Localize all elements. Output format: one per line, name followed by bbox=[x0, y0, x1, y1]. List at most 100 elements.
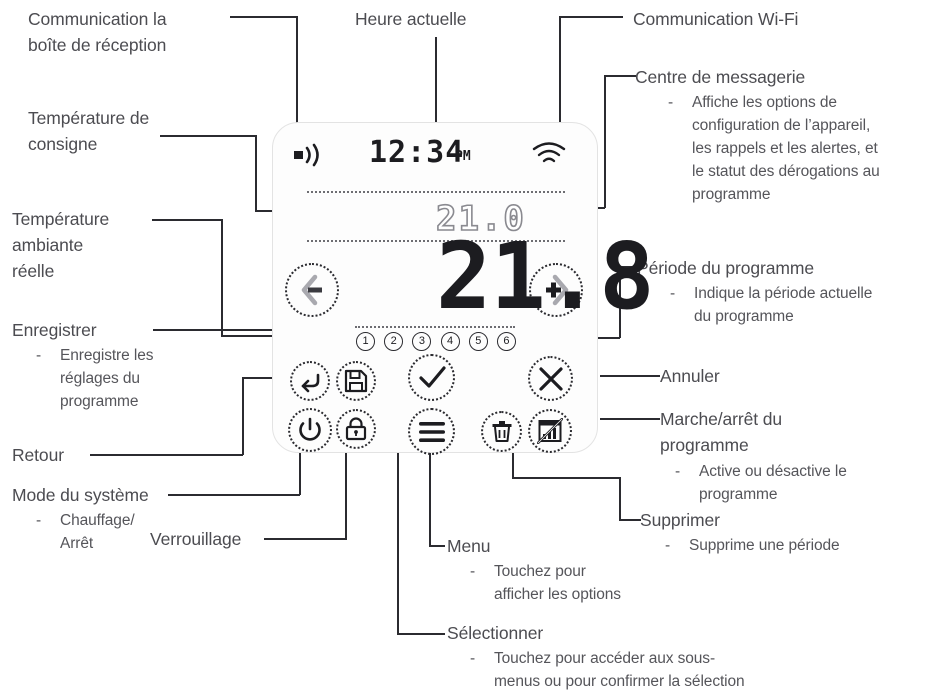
dot-separator-periods bbox=[355, 326, 515, 328]
period-indicator-6[interactable]: 6 bbox=[496, 332, 516, 351]
leader-delete-v2 bbox=[619, 477, 621, 520]
callout-select-title: Sélectionner bbox=[447, 623, 544, 643]
callout-current-time-title: Heure actuelle bbox=[355, 9, 467, 29]
leader-delete-h1 bbox=[512, 477, 620, 479]
check-icon bbox=[418, 365, 446, 388]
leader-menu-v bbox=[429, 442, 431, 546]
period-indicator-4[interactable]: 4 bbox=[440, 332, 460, 351]
system-mode-button[interactable] bbox=[288, 408, 332, 452]
leader-ambient-h1 bbox=[152, 219, 223, 221]
period-indicator-1[interactable]: 1 bbox=[356, 332, 375, 351]
callout-inbox-title: Communication la boîte de réception bbox=[28, 9, 167, 55]
program-onoff-button[interactable] bbox=[528, 409, 572, 453]
hamburger-menu-icon bbox=[418, 421, 445, 442]
menu-button[interactable] bbox=[408, 408, 455, 455]
save-floppy-icon bbox=[344, 369, 368, 393]
callout-message-center-dash: - bbox=[668, 94, 674, 111]
select-button[interactable] bbox=[408, 354, 455, 401]
callout-system-mode-title: Mode du système bbox=[12, 485, 149, 505]
leader-wifi-h bbox=[560, 16, 623, 18]
callout-menu-title: Menu bbox=[447, 536, 491, 556]
leader-cancel-h bbox=[600, 375, 660, 377]
callout-menu-dash: - bbox=[470, 563, 476, 580]
back-button[interactable] bbox=[290, 361, 330, 401]
thermostat-device: 12:34 PM 21.0 bbox=[272, 122, 655, 455]
leader-back-h1 bbox=[90, 454, 243, 456]
increase-temperature-button[interactable] bbox=[529, 263, 583, 317]
power-icon bbox=[299, 417, 321, 441]
callout-select-dash: - bbox=[470, 650, 476, 667]
callout-lock-title: Verrouillage bbox=[150, 529, 242, 549]
setpoint-value: 21.0 bbox=[435, 198, 526, 240]
leader-period-v bbox=[619, 266, 621, 338]
clock-time: 12:34 bbox=[369, 135, 465, 170]
callout-program-period-dash: - bbox=[670, 285, 676, 302]
callout-delete-dash: - bbox=[665, 537, 671, 554]
ambient-value: 21.8 bbox=[436, 223, 655, 330]
callout-program-onoff-title: Marche/arrêt du programme bbox=[660, 409, 783, 455]
cancel-button[interactable] bbox=[528, 356, 573, 401]
leader-ambient-v bbox=[221, 219, 223, 336]
callout-back-title: Retour bbox=[12, 445, 64, 465]
leader-save-h bbox=[153, 329, 343, 331]
callout-program-onoff-dash: - bbox=[675, 463, 681, 480]
wifi-icon bbox=[531, 141, 567, 167]
decrease-temperature-button[interactable] bbox=[285, 263, 339, 317]
callout-program-period-detail: Indique la période actuelle du programme bbox=[694, 285, 873, 325]
leader-back-h2 bbox=[242, 377, 284, 379]
callout-ambient-title: Température ambiante réelle bbox=[12, 209, 110, 281]
thermostat-screen: 12:34 PM 21.0 bbox=[273, 123, 655, 455]
dot-separator-top bbox=[307, 191, 565, 193]
leader-msgcenter-v bbox=[604, 75, 606, 208]
lock-icon bbox=[345, 417, 367, 441]
callout-message-center-detail: Affiche les options de configuration de … bbox=[692, 94, 880, 203]
callout-select-detail: Touchez pour accéder aux sous- menus ou … bbox=[494, 650, 745, 690]
callout-program-onoff-detail: Active ou désactive le programme bbox=[699, 463, 847, 503]
leader-msgcenter-h1 bbox=[604, 75, 636, 77]
leader-select-v bbox=[397, 372, 399, 634]
increase-plus-icon bbox=[546, 274, 569, 306]
leader-lock-h bbox=[264, 538, 347, 540]
callout-program-period-title: Période du programme bbox=[637, 258, 814, 278]
period-indicator-5[interactable]: 5 bbox=[468, 332, 488, 351]
back-arrow-icon bbox=[301, 373, 320, 393]
leader-menu-h bbox=[429, 545, 445, 547]
program-period-indicators: 1 2 3 4 5 6 bbox=[356, 332, 516, 351]
period-indicator-2[interactable]: 2 bbox=[384, 332, 404, 351]
trash-icon bbox=[492, 420, 511, 442]
leader-delete-h2 bbox=[619, 519, 641, 521]
leader-wifi-v bbox=[559, 16, 561, 138]
callout-save-title: Enregistrer bbox=[12, 320, 97, 340]
speaker-inbox-icon bbox=[293, 143, 325, 167]
callout-save-detail: Enregistre les réglages du programme bbox=[60, 347, 154, 410]
clock-meridiem: PM bbox=[455, 149, 471, 164]
callout-delete-detail: Supprime une période bbox=[689, 537, 840, 554]
leader-inbox-h bbox=[230, 16, 297, 18]
leader-sysmode-v bbox=[299, 442, 301, 495]
callout-cancel-title: Annuler bbox=[660, 366, 720, 386]
close-x-icon bbox=[538, 366, 563, 391]
leader-lock-v bbox=[345, 442, 347, 539]
callout-setpoint-title: Température de consigne bbox=[28, 108, 150, 154]
delete-button[interactable] bbox=[481, 411, 522, 452]
leader-setpoint-h1 bbox=[160, 135, 256, 137]
leader-setpoint-v bbox=[255, 135, 257, 211]
leader-select-h2 bbox=[397, 633, 445, 635]
leader-time-v bbox=[435, 37, 437, 139]
leader-inbox-v bbox=[296, 16, 298, 142]
save-button[interactable] bbox=[336, 361, 376, 401]
dot-separator-mid bbox=[307, 240, 565, 242]
period-indicator-3[interactable]: 3 bbox=[412, 332, 432, 351]
lock-button[interactable] bbox=[336, 409, 376, 449]
callout-delete-title: Supprimer bbox=[640, 510, 720, 530]
callout-save-dash: - bbox=[36, 347, 42, 364]
decrease-arrow-icon bbox=[301, 274, 322, 306]
leader-sysmode-h bbox=[168, 494, 300, 496]
leader-period-h2 bbox=[619, 266, 640, 268]
leader-delete-v1 bbox=[512, 438, 514, 478]
leader-back-v bbox=[242, 377, 244, 455]
callout-menu-detail: Touchez pour afficher les options bbox=[494, 563, 621, 603]
callout-system-mode-dash: - bbox=[36, 512, 42, 529]
callout-message-center-title: Centre de messagerie bbox=[635, 67, 806, 87]
